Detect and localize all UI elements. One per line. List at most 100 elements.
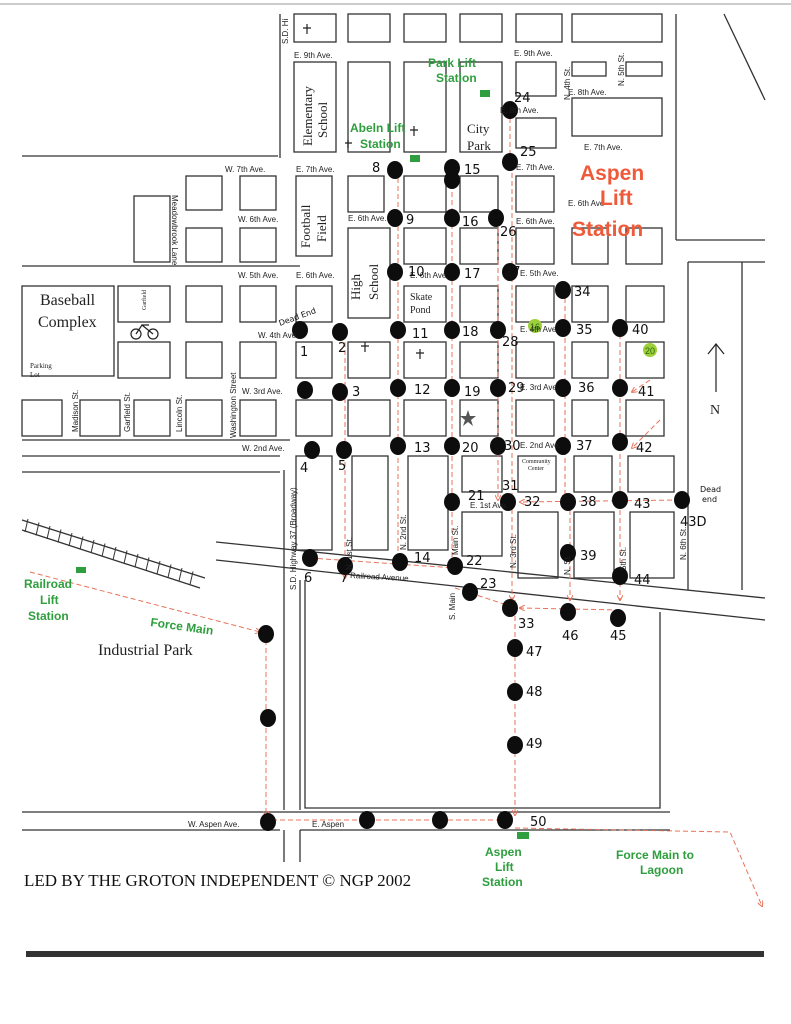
park-lift-label: Park Lift [428, 56, 476, 70]
park-lift-label-2: Station [436, 71, 477, 85]
community-center-label-2: Center [528, 466, 544, 472]
church-icon [410, 126, 418, 136]
manhole-marker [560, 493, 576, 511]
street-e5th-right: E. 5th Ave. [520, 269, 559, 278]
city-block [459, 341, 499, 379]
street-labels: S.D. Hi E. 9th Ave. E. 9th Ave. E. 8th A… [71, 18, 688, 829]
city-block [407, 455, 449, 551]
manhole-number: 13 [414, 441, 431, 456]
north-arrow: N [707, 343, 725, 418]
baseball-complex-label-2: Complex [38, 314, 97, 331]
street-e7th-right: E. 7th Ave. [584, 143, 623, 152]
manhole-marker [444, 171, 460, 189]
manhole-marker [337, 557, 353, 575]
city-park-label: City [467, 121, 490, 136]
manhole-marker [610, 609, 626, 627]
street-n2nd: N. 2nd St. [399, 514, 408, 550]
city-block [625, 285, 665, 323]
city-block [571, 97, 663, 137]
manhole-number: 9 [406, 213, 414, 228]
aspen-lift-big-label: Aspen [580, 162, 644, 185]
manhole-number: 18 [462, 325, 479, 340]
railroad-tie [90, 539, 95, 554]
manhole-marker [444, 321, 460, 339]
city-block [295, 341, 333, 379]
manhole-marker [612, 567, 628, 585]
manhole-marker [555, 437, 571, 455]
manhole-number: 35 [576, 323, 593, 338]
street-meadowbrook: Meadowbrook Lane [170, 195, 179, 266]
city-block [295, 285, 333, 323]
city-block [295, 175, 333, 257]
street-e5th-mid: E. 6th Ave. [410, 271, 449, 280]
street-e1st: E. 1st Ave. [470, 501, 508, 510]
manhole-marker [444, 209, 460, 227]
city-block [185, 285, 223, 323]
manhole-number: 11 [412, 327, 429, 342]
garfield-small-label: Garfield [141, 290, 148, 310]
manhole-number: 50 [530, 815, 547, 830]
manhole-number: 16 [462, 215, 479, 230]
manhole-marker [387, 161, 403, 179]
manhole-marker [462, 583, 478, 601]
church-icon [303, 24, 311, 34]
manhole-marker [432, 811, 448, 829]
city-park-label-2: Park [467, 138, 491, 153]
manhole-marker [444, 437, 460, 455]
manhole-marker [444, 493, 460, 511]
manhole-marker [444, 379, 460, 397]
manhole-number: 34 [574, 285, 591, 300]
city-block [185, 227, 223, 263]
city-block [403, 341, 447, 379]
manhole-number: 30 [504, 439, 521, 454]
manhole-number: 36 [578, 381, 595, 396]
baseball-complex-label: Baseball [40, 292, 96, 309]
railroad-tie [156, 560, 161, 575]
railroad-lift-label: Railroad [24, 577, 72, 591]
railroad-tie [46, 525, 51, 540]
street-w-aspen: W. Aspen Ave. [188, 820, 239, 829]
street-e3rd-right: E. 3rd Ave. [520, 383, 559, 392]
street-garfield: Garfield St. [123, 392, 132, 432]
manhole-number: 24 [514, 91, 531, 106]
city-block [185, 341, 223, 379]
credit-line: LED BY THE GROTON INDEPENDENT © NGP 2002 [24, 871, 411, 890]
football-field-label-2: Field [314, 215, 329, 242]
city-block [625, 399, 665, 437]
dead-end-label: end [702, 495, 717, 504]
street-e7th-left: E. 7th Ave. [296, 165, 335, 174]
city-block [573, 511, 615, 579]
green-marker [528, 319, 542, 333]
city-block [403, 227, 447, 265]
manhole-marker [304, 441, 320, 459]
city-block [21, 399, 63, 437]
manhole-number: 26 [500, 225, 517, 240]
aspen-lift-small-label: Aspen [485, 845, 522, 859]
city-block [347, 341, 391, 379]
football-field-label: Football [298, 204, 313, 248]
city-block [293, 13, 337, 43]
railroad-tie [134, 553, 139, 568]
manhole-number: 32 [524, 495, 541, 510]
dead-end-label: Dead [700, 485, 721, 494]
green-marker [643, 343, 657, 357]
street-e8th-right: E. 8th Ave. [568, 88, 607, 97]
manhole-number: 25 [520, 145, 537, 160]
railroad-tie [35, 522, 40, 536]
street-main: Main St. [451, 526, 460, 555]
manhole-number: 19 [464, 385, 481, 400]
landmarks: Elementary School Football Field High Sc… [30, 86, 551, 659]
manhole-number: 33 [518, 617, 535, 632]
manhole-number: 6 [304, 571, 312, 586]
bottom-rule [26, 951, 764, 957]
bicycle-icon [130, 324, 159, 340]
manhole-marker [292, 321, 308, 339]
manhole-number: 22 [466, 554, 483, 569]
city-block [239, 227, 277, 263]
manhole-marker [387, 209, 403, 227]
street-railroad-ave: Railroad Avenue [350, 571, 410, 583]
city-blocks [21, 13, 675, 579]
city-block [403, 285, 447, 323]
manhole-number: 44 [634, 573, 651, 588]
